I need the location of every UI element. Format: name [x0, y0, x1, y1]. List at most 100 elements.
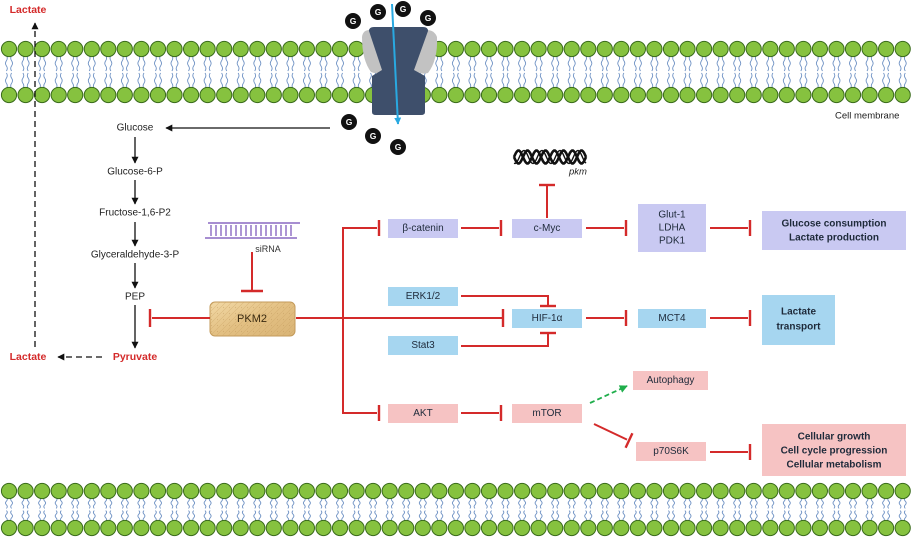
- lipid-tail: [754, 510, 758, 522]
- lipid-head: [133, 40, 150, 58]
- glucose-molecule: G: [345, 13, 361, 29]
- lipid-tail: [374, 510, 378, 522]
- lipid-tail: [821, 510, 824, 522]
- lipid-tail: [170, 55, 174, 72]
- glucose-molecule-label: G: [375, 7, 382, 17]
- lipid-tail: [556, 72, 560, 89]
- lipid-tail: [584, 510, 587, 522]
- lipid-tail: [357, 55, 361, 72]
- lipid-head: [745, 40, 762, 58]
- lipid-head: [67, 86, 84, 104]
- cellular-metabolism-label: Cellular metabolism: [786, 460, 881, 471]
- lipid-head: [563, 482, 580, 500]
- lipid-tail: [501, 510, 505, 522]
- lipid-tail: [109, 510, 113, 522]
- glucose-molecule-label: G: [346, 117, 353, 127]
- lipid-head: [34, 519, 51, 537]
- lipid-head: [629, 86, 647, 104]
- lipid-tail: [308, 510, 311, 522]
- lipid-tail: [749, 72, 753, 89]
- lipid-tail: [21, 72, 25, 89]
- inhibit-pkm2-to-pep-conversion: [148, 309, 210, 327]
- lipid-tail: [898, 72, 902, 89]
- lipid-head: [464, 519, 481, 537]
- cell-membrane-bottom: [0, 482, 911, 537]
- lipid-tail: [76, 510, 80, 522]
- lipid-tail: [705, 55, 709, 72]
- lipid-tail: [225, 510, 229, 522]
- lipid-tail: [120, 510, 124, 522]
- lipid-head: [563, 519, 580, 537]
- lipid-head: [547, 482, 564, 500]
- sirna-icon: [205, 222, 300, 239]
- lactate-transport-label-line2: transport: [777, 322, 822, 333]
- lipid-tail: [352, 55, 356, 72]
- pkm2-label: PKM2: [237, 313, 267, 325]
- c-myc-node: c-Myc: [512, 219, 582, 238]
- akt-label: AKT: [413, 408, 432, 419]
- lipid-head: [696, 519, 713, 537]
- lipid-head: [745, 519, 762, 537]
- lipid-head: [100, 40, 117, 58]
- lipid-head: [795, 519, 812, 537]
- lipid-tail: [898, 497, 902, 509]
- lipid-tail: [898, 55, 902, 72]
- autophagy-node: Autophagy: [633, 371, 708, 390]
- p70s6k-label: p70S6K: [653, 446, 689, 457]
- lipid-tail: [187, 72, 190, 89]
- lipid-tail: [655, 72, 659, 89]
- lipid-tail: [854, 510, 857, 522]
- lipid-head: [878, 86, 895, 104]
- lipid-tail: [286, 72, 290, 89]
- lipid-tail: [782, 55, 786, 72]
- lipid-tail: [473, 55, 477, 72]
- glycolysis-fructose-1-6-p2: Fructose-1,6-P2: [99, 208, 171, 219]
- lipid-head: [17, 40, 34, 58]
- lipid-head: [166, 86, 183, 104]
- inhibit-beta-catenin-to-c-myc: [461, 220, 503, 236]
- lipid-head: [50, 40, 67, 58]
- lipid-tail: [208, 55, 212, 72]
- lipid-tail: [126, 497, 129, 509]
- lipid-tail: [341, 72, 344, 89]
- lipid-tail: [324, 497, 328, 509]
- lipid-tail: [352, 510, 356, 522]
- lipid-tail: [606, 497, 609, 509]
- glucose-molecule-label: G: [395, 142, 402, 152]
- lipid-tail: [192, 72, 196, 89]
- lipid-tail: [788, 72, 791, 89]
- lipid-tail: [435, 497, 439, 509]
- lipid-head: [514, 519, 531, 537]
- lipid-tail: [59, 55, 63, 72]
- lipid-head: [646, 519, 663, 537]
- lipid-tail: [584, 55, 587, 72]
- lipid-tail: [26, 72, 30, 89]
- ldha-label: LDHA: [659, 223, 686, 234]
- transporter-core: [369, 27, 428, 115]
- lipid-tail: [584, 72, 587, 89]
- lipid-tail: [700, 72, 703, 89]
- lipid-tail: [721, 72, 725, 89]
- lipid-tail: [766, 510, 770, 522]
- lipid-tail: [600, 72, 604, 89]
- lipid-tail: [688, 72, 692, 89]
- lipid-tail: [700, 55, 703, 72]
- lipid-tail: [655, 510, 659, 522]
- lipid-tail: [286, 55, 290, 72]
- lipid-tail: [468, 55, 472, 72]
- lipid-head: [514, 86, 531, 104]
- lipid-tail: [589, 55, 593, 72]
- lipid-tail: [672, 510, 675, 522]
- lipid-tail: [142, 72, 146, 89]
- lipid-tail: [572, 510, 576, 522]
- lipid-tail: [241, 510, 245, 522]
- glucose-molecule: G: [365, 128, 381, 144]
- lipid-head: [530, 482, 547, 500]
- lipid-tail: [556, 55, 560, 72]
- lipid-tail: [21, 497, 25, 509]
- lipid-tail: [187, 510, 190, 522]
- lipid-tail: [159, 497, 162, 509]
- lipid-head: [514, 40, 531, 58]
- lipid-tail: [672, 55, 675, 72]
- lipid-tail: [126, 55, 129, 72]
